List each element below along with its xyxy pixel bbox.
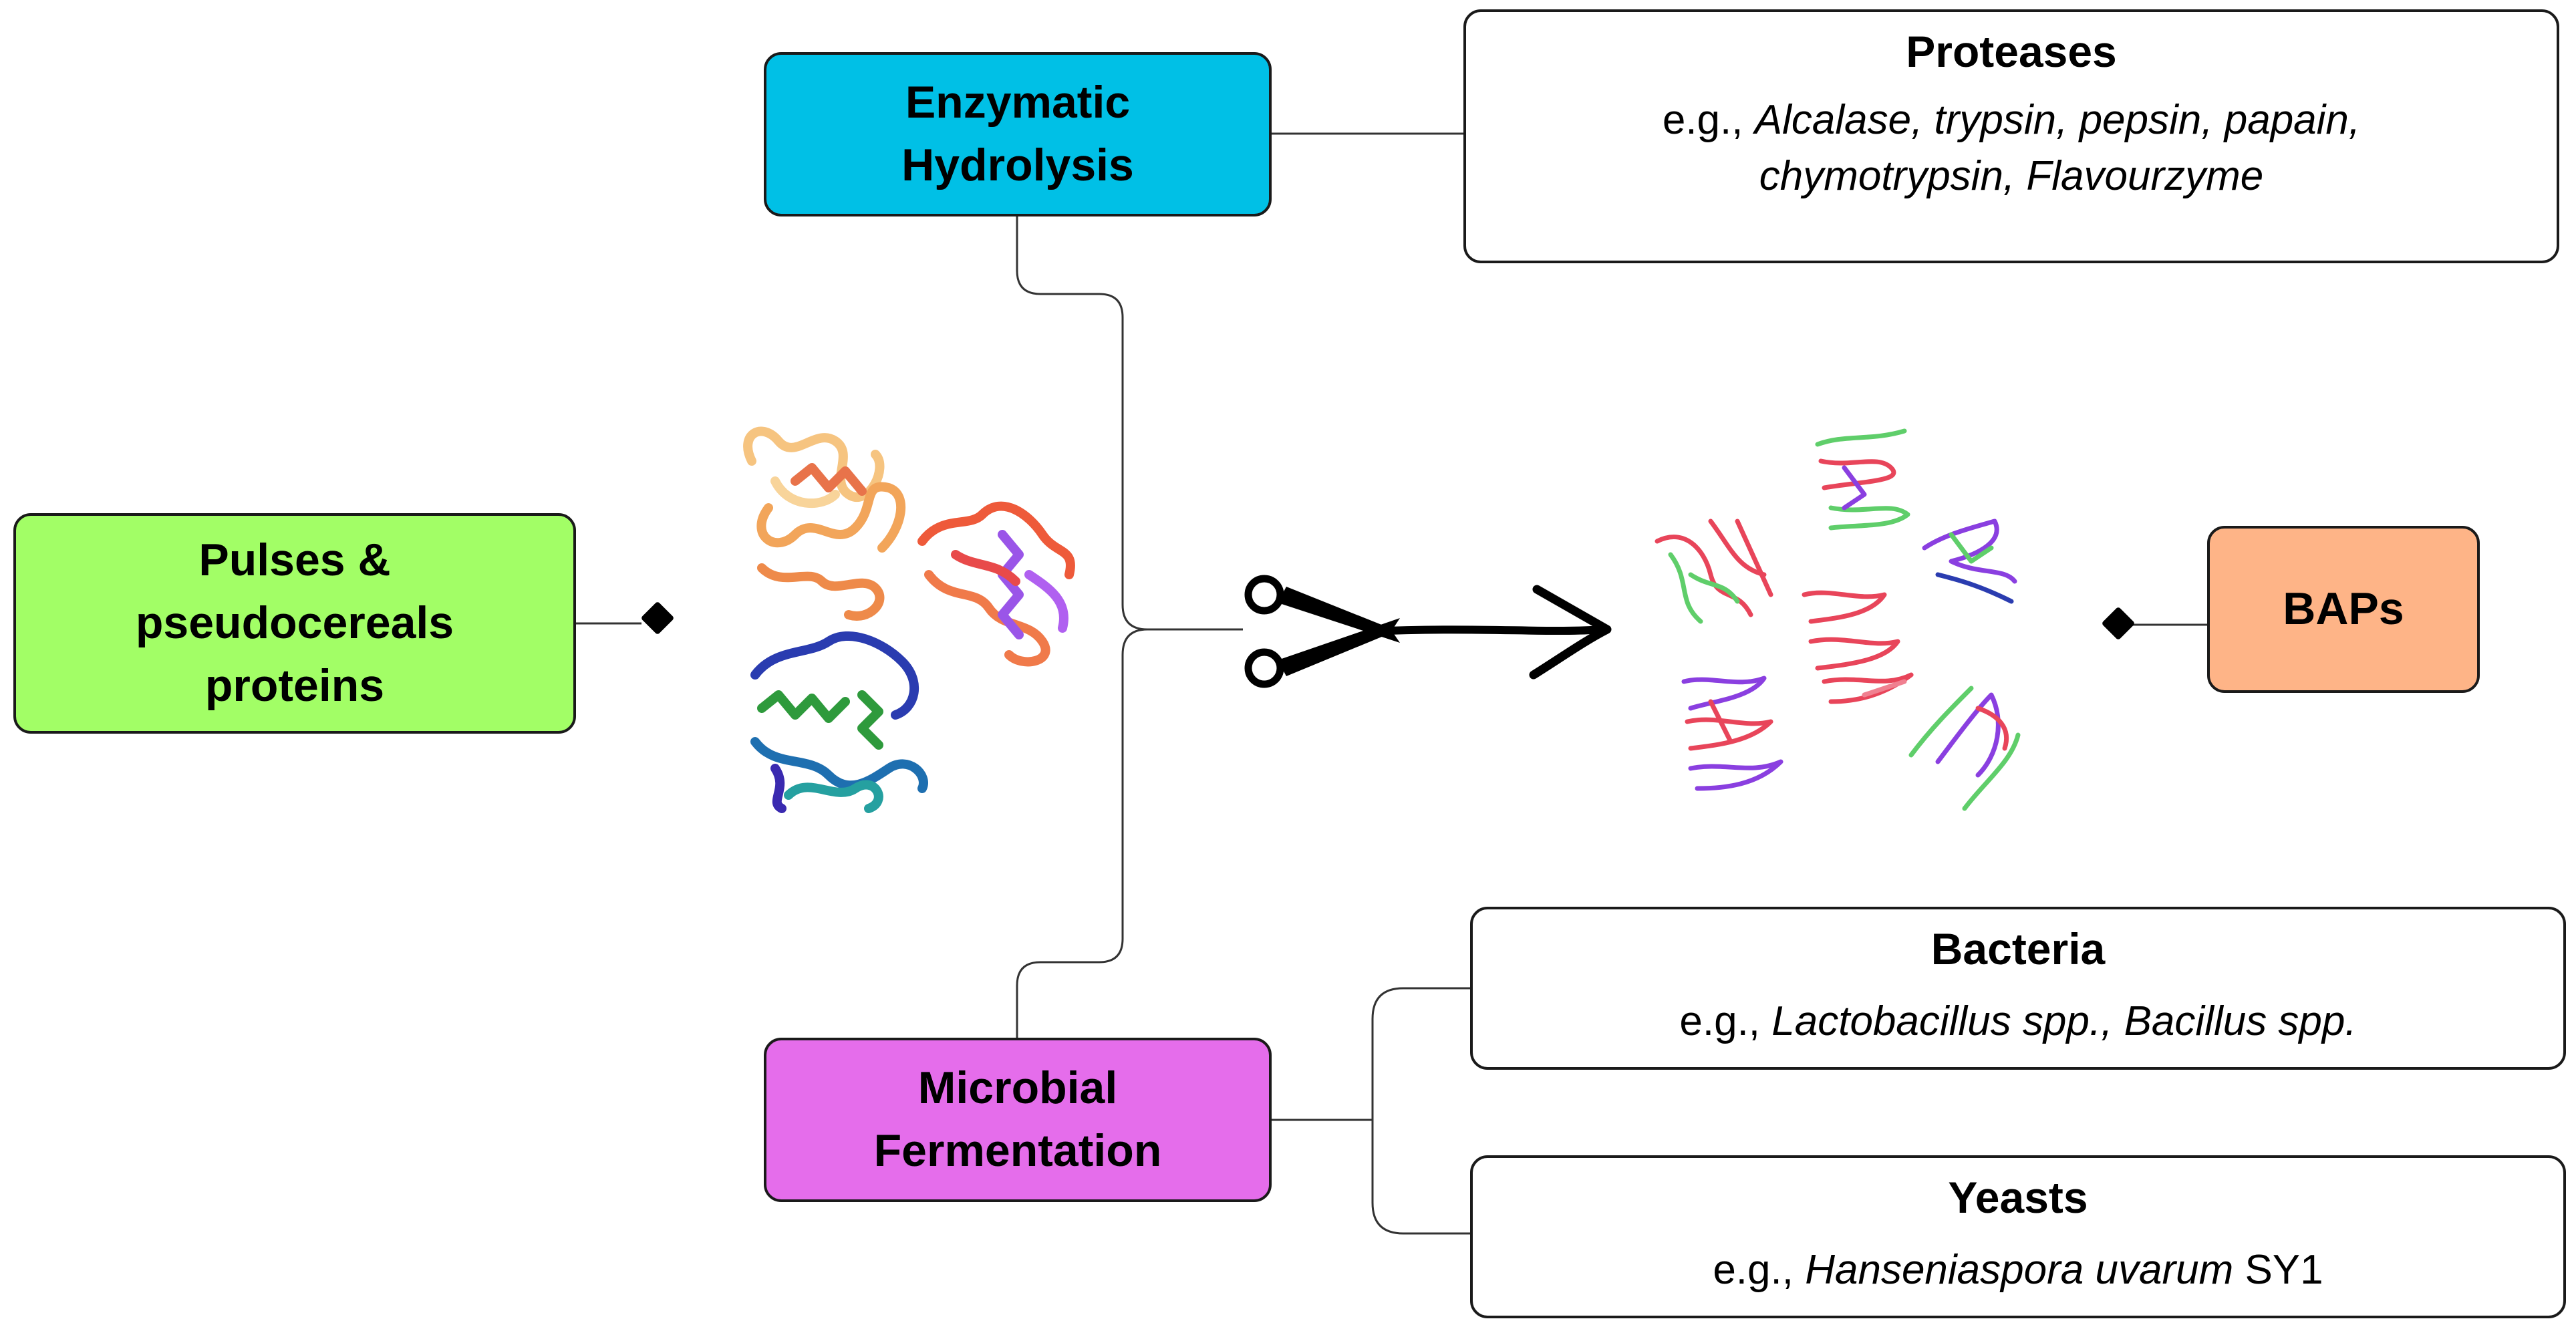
connector-microbial-to-center: [1016, 628, 1148, 1038]
yeasts-title: Yeasts: [1948, 1173, 2088, 1222]
node-baps-label: BAPs: [2283, 583, 2404, 635]
protein-structure-red-purple: [917, 501, 1075, 667]
proteases-description: e.g., Alcalase, trypsin, pepsin, papain,…: [1663, 92, 2360, 204]
proteases-eg: e.g.,: [1662, 96, 1743, 143]
yeasts-strain: SY1: [2245, 1246, 2323, 1293]
info-box-yeasts: Yeasts e.g., Hanseniaspora uvarum SY1: [1470, 1155, 2566, 1318]
node-enzymatic-line-2: Hydrolysis: [901, 140, 1134, 190]
node-enzymatic-hydrolysis: Enzymatic Hydrolysis: [764, 52, 1272, 216]
node-pulses-line-2: pseudocereals: [135, 597, 454, 649]
node-pulses-proteins: Pulses & pseudocereals proteins: [13, 513, 576, 734]
proteases-list-line-1: Alcalase, trypsin, pepsin, papain,: [1754, 96, 2361, 143]
protein-ribbon-icon: [743, 426, 1075, 813]
node-pulses-line-3: proteins: [204, 659, 385, 711]
proteases-title: Proteases: [1906, 27, 2117, 76]
info-box-bacteria: Bacteria e.g., Lactobacillus spp., Bacil…: [1470, 907, 2566, 1070]
yeasts-species: Hanseniaspora uvarum: [1805, 1246, 2234, 1293]
yeasts-eg: e.g.,: [1713, 1246, 1794, 1293]
diamond-marker-right: [2102, 607, 2134, 639]
peptide-cluster-2: [1655, 519, 1773, 624]
connector-enzymatic-to-center: [1016, 216, 1243, 631]
bacteria-species-2: Bacillus spp.: [2124, 998, 2357, 1044]
node-enzymatic-line-1: Enzymatic: [905, 77, 1131, 128]
peptide-cluster-6: [1908, 686, 2021, 811]
bacteria-eg: e.g.,: [1679, 998, 1761, 1044]
yeasts-description: e.g., Hanseniaspora uvarum SY1: [1713, 1242, 2323, 1298]
info-box-proteases: Proteases e.g., Alcalase, trypsin, pepsi…: [1463, 9, 2559, 263]
connector-microbe-bracket: [1371, 987, 1470, 1235]
proteases-list-line-2: chymotrypsin, Flavourzyme: [1759, 152, 2264, 199]
peptide-cluster-5: [1681, 676, 1783, 791]
protein-structure-orange: [743, 426, 906, 621]
bacteria-description: e.g., Lactobacillus spp., Bacillus spp.: [1679, 994, 2356, 1050]
peptide-fragment-icon: [1655, 428, 2021, 811]
peptide-cluster-3: [1922, 519, 2017, 604]
node-baps: BAPs: [2207, 526, 2480, 693]
peptide-cluster-4: [1802, 590, 1914, 704]
arrow-right-icon: [1369, 585, 1612, 680]
node-microbial-line-1: Microbial: [917, 1062, 1118, 1114]
bacteria-species-1: Lactobacillus spp.,: [1771, 998, 2113, 1044]
peptide-cluster-1: [1815, 428, 1910, 531]
scissors-icon: [1244, 575, 1400, 688]
connector-lines: [576, 132, 2207, 1235]
diamond-marker-left: [641, 602, 674, 634]
bacteria-title: Bacteria: [1930, 924, 2106, 974]
node-microbial-fermentation: Microbial Fermentation: [764, 1038, 1272, 1202]
node-pulses-line-1: Pulses &: [198, 535, 391, 586]
protein-structure-blue-green: [750, 631, 928, 813]
node-microbial-line-2: Fermentation: [873, 1125, 1162, 1176]
